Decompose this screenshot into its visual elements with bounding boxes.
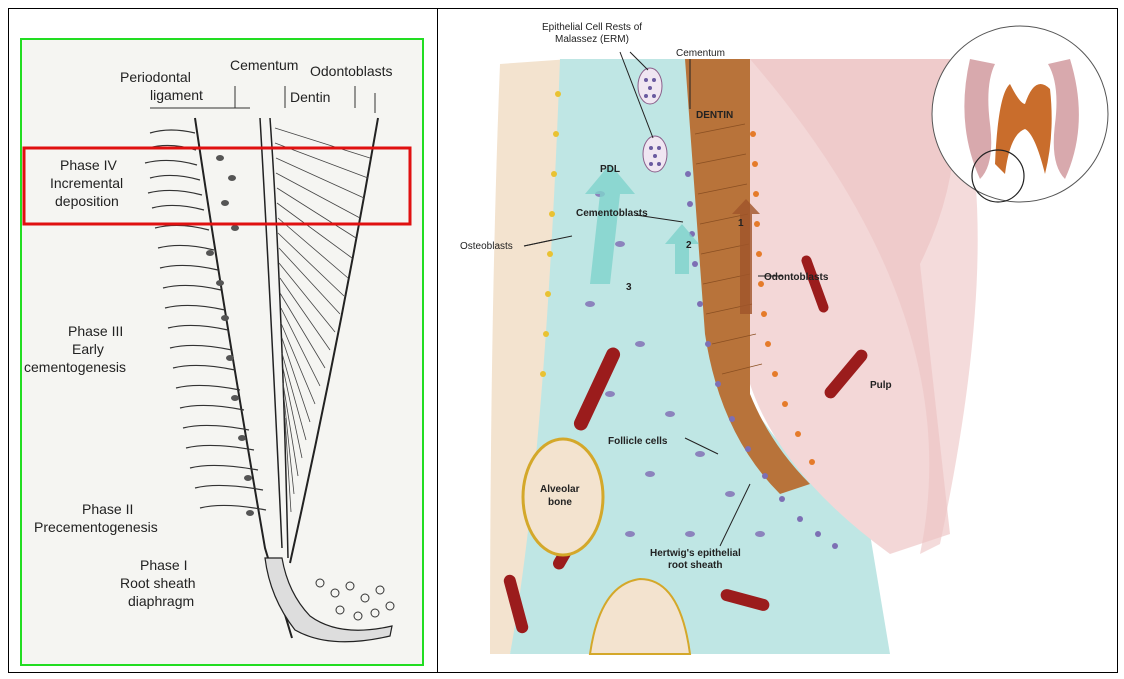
label-cementum-right: Cementum bbox=[676, 48, 725, 59]
label-phase1-2: Root sheath bbox=[120, 575, 196, 591]
panel-divider bbox=[437, 8, 438, 673]
label-num-2: 2 bbox=[686, 240, 692, 251]
label-phase1-3: diaphragm bbox=[128, 593, 194, 609]
label-phase4-3: deposition bbox=[55, 193, 119, 209]
label-pdl: PDL bbox=[600, 164, 620, 175]
label-hertwig-1: Hertwig's epithelial bbox=[650, 548, 741, 559]
label-hertwig-2: root sheath bbox=[668, 560, 722, 571]
label-pulp: Pulp bbox=[870, 380, 892, 391]
label-phase3-1: Phase III bbox=[68, 323, 123, 339]
label-dentin: Dentin bbox=[290, 89, 330, 105]
label-dentin-right: DENTIN bbox=[696, 110, 733, 121]
cementogenesis-phases-diagram: Periodontal ligament Cementum Odontoblas… bbox=[20, 38, 424, 666]
label-periodontal-2: ligament bbox=[150, 87, 203, 103]
label-osteoblasts: Osteoblasts bbox=[460, 241, 513, 252]
label-alveolar-2: bone bbox=[548, 497, 572, 508]
label-phase2-2: Precementogenesis bbox=[34, 519, 158, 535]
label-phase2-1: Phase II bbox=[82, 501, 133, 517]
label-odontoblasts-right: Odontoblasts bbox=[764, 272, 829, 283]
label-follicle-cells: Follicle cells bbox=[608, 436, 668, 447]
label-phase4-1: Phase IV bbox=[60, 157, 117, 173]
label-phase1-1: Phase I bbox=[140, 557, 187, 573]
label-alveolar-1: Alveolar bbox=[540, 484, 580, 495]
label-erm-1: Epithelial Cell Rests of bbox=[542, 22, 642, 33]
label-num-3: 3 bbox=[626, 282, 632, 293]
label-cementoblasts: Cementoblasts bbox=[576, 208, 648, 219]
label-phase3-2: Early bbox=[72, 341, 104, 357]
label-erm-2: Malassez (ERM) bbox=[555, 34, 629, 45]
label-cementum: Cementum bbox=[230, 57, 298, 73]
root-formation-illustration: Epithelial Cell Rests of Malassez (ERM) … bbox=[450, 14, 1110, 664]
label-odontoblasts: Odontoblasts bbox=[310, 63, 393, 79]
label-num-1: 1 bbox=[738, 218, 744, 229]
label-periodontal-1: Periodontal bbox=[120, 69, 191, 85]
label-phase4-2: Incremental bbox=[50, 175, 123, 191]
label-phase3-3: cementogenesis bbox=[24, 359, 126, 375]
